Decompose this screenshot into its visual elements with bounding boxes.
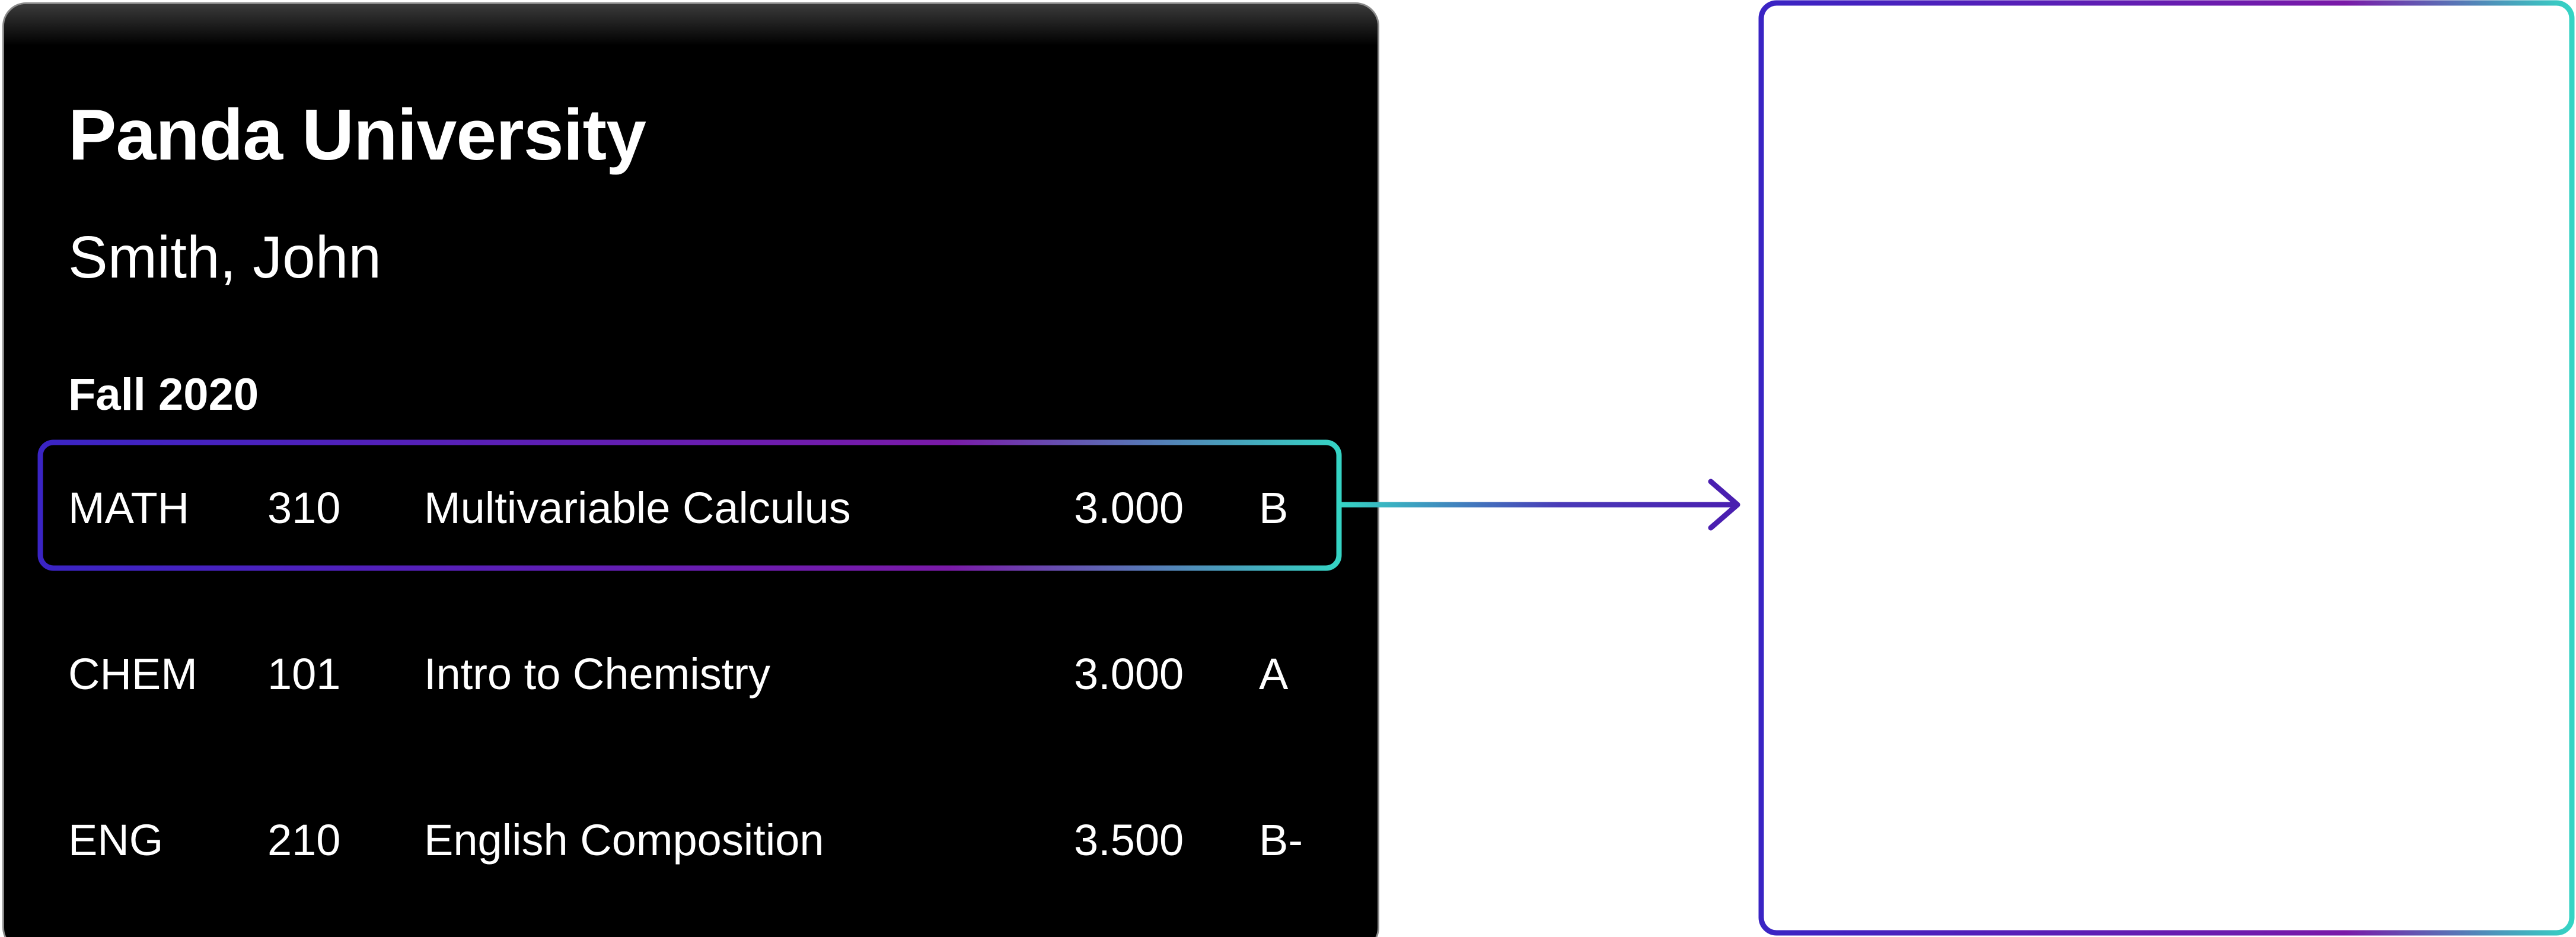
course-row-math: MATH 310 Multivariable Calculus 3.000 B (4, 473, 1378, 544)
course-title: Multivariable Calculus (424, 483, 851, 533)
transcript-card: Panda University Smith, John Fall 2020 M… (2, 2, 1379, 937)
course-grade: B (1259, 483, 1289, 533)
university-name: Panda University (68, 94, 646, 175)
course-grade: B- (1259, 815, 1303, 865)
course-number: 101 (267, 649, 341, 699)
course-grade: A (1259, 649, 1289, 699)
course-dept: ENG (68, 815, 164, 865)
course-credits: 3.000 (1074, 483, 1184, 533)
course-number: 310 (267, 483, 341, 533)
course-row-eng: ENG 210 English Composition 3.500 B- (4, 805, 1378, 876)
course-dept: CHEM (68, 649, 197, 699)
course-title: Intro to Chemistry (424, 649, 770, 699)
course-title: English Composition (424, 815, 824, 865)
course-number: 210 (267, 815, 341, 865)
course-credits: 3.500 (1074, 815, 1184, 865)
course-credits: 3.000 (1074, 649, 1184, 699)
term-heading: Fall 2020 (68, 369, 259, 420)
arrowhead-icon (1708, 479, 1740, 531)
course-dept: MATH (68, 483, 190, 533)
target-box (1758, 0, 2575, 936)
student-name: Smith, John (68, 224, 382, 291)
card-top-shading (4, 4, 1378, 46)
course-row-chem: CHEM 101 Intro to Chemistry 3.000 A (4, 639, 1378, 710)
